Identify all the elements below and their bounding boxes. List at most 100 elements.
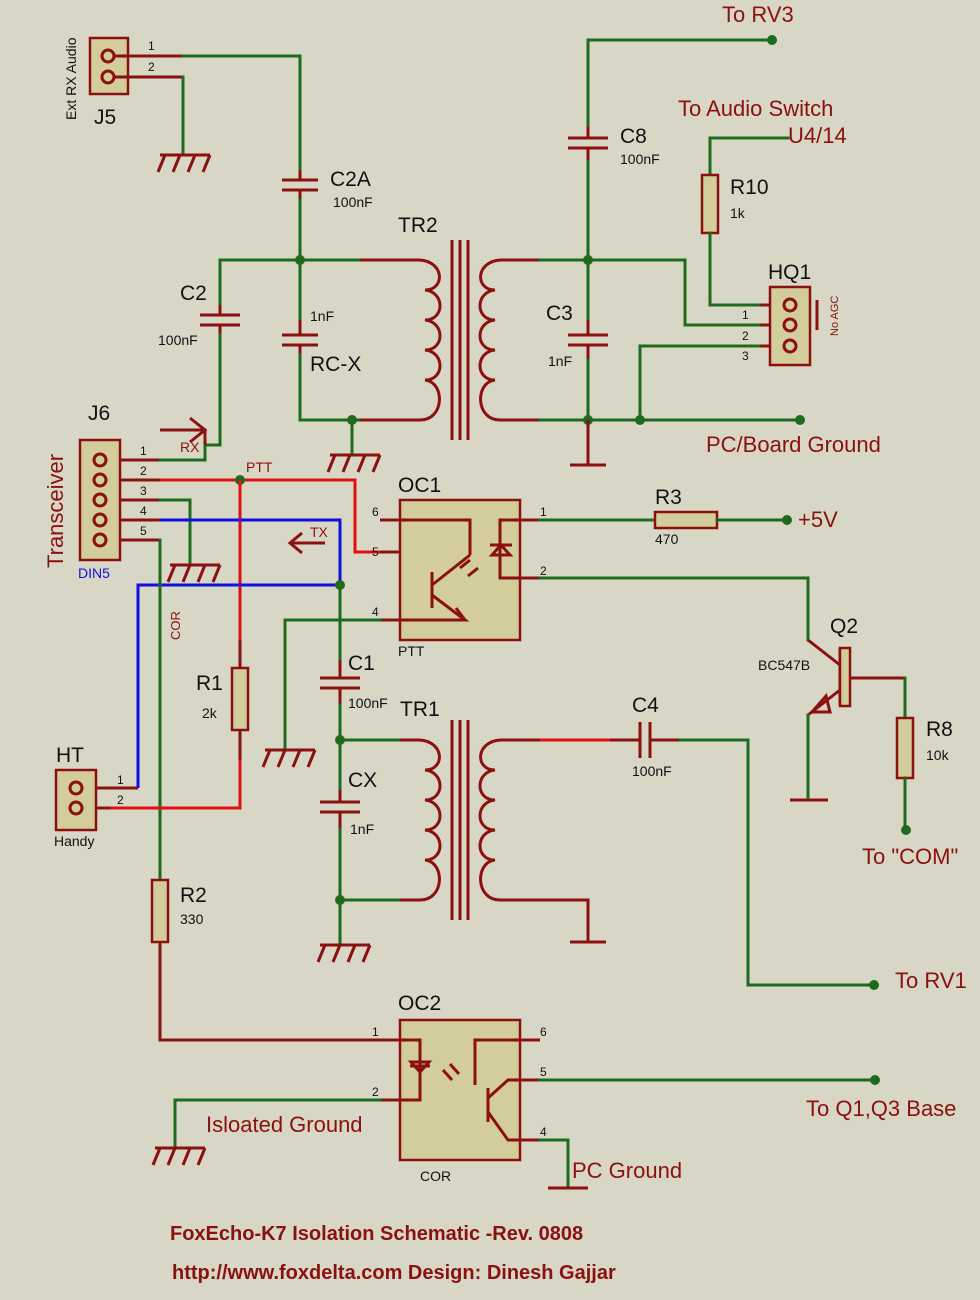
transformer-tr2: TR2 — [398, 214, 501, 440]
oc2-value: COR — [420, 1168, 451, 1184]
ht-ref: HT — [56, 744, 84, 767]
c3-ref: C3 — [546, 302, 573, 325]
oc2-ref: OC2 — [398, 992, 441, 1015]
pin-number: 1 — [140, 444, 147, 458]
capacitor-c4: C4 100nF — [610, 694, 680, 779]
pin-number: 3 — [742, 349, 749, 363]
ht-value: Handy — [54, 833, 94, 849]
hq1-side-label: No AGC — [829, 296, 841, 336]
net-label-pc-ground: PC Ground — [572, 1158, 682, 1183]
net-label-isolated-ground: Isloated Ground — [206, 1112, 363, 1137]
connector-hq1: 1 2 3 HQ1 No AGC — [742, 261, 841, 367]
j6-connector: 1 2 3 4 5 J6 DIN5 Transceiver — [43, 402, 160, 581]
tr1-ref: TR1 — [400, 698, 440, 721]
pin-number: 2 — [372, 1085, 379, 1099]
pin-number: 2 — [140, 464, 147, 478]
r1-ref: R1 — [196, 672, 223, 695]
pin-number: 1 — [742, 308, 749, 322]
pin-number: 2 — [742, 329, 749, 343]
ground-symbol — [156, 153, 212, 173]
c8-ref: C8 — [620, 125, 647, 148]
title-line-2: http://www.foxdelta.com Design: Dinesh G… — [172, 1262, 616, 1284]
c8-value: 100nF — [620, 151, 660, 167]
cx-value: 1nF — [350, 821, 374, 837]
hq1-ref: HQ1 — [768, 261, 811, 284]
oc1-value: PTT — [398, 643, 425, 659]
title-line-1: FoxEcho-K7 Isolation Schematic -Rev. 080… — [170, 1223, 583, 1245]
net-label-ptt: PTT — [246, 459, 273, 475]
capacitor-cx: CX 1nF — [320, 769, 377, 837]
ht-connector: 1 2 HT Handy — [54, 744, 138, 849]
r2-ref: R2 — [180, 884, 207, 907]
ground-symbol — [166, 563, 222, 583]
net-label-pc-board-ground: PC/Board Ground — [706, 432, 881, 457]
r8-value: 10k — [926, 747, 950, 763]
r2-value: 330 — [180, 911, 204, 927]
rcx-ref: RC-X — [310, 353, 361, 376]
net-label-tx: TX — [310, 524, 329, 540]
capacitor-c1: C1 100nF — [320, 652, 388, 711]
pin-number: 4 — [140, 504, 147, 518]
pin-number: 1 — [148, 39, 155, 53]
rcx-value: 1nF — [310, 308, 334, 324]
capacitor-c3: C3 1nF — [546, 302, 608, 369]
oc1-ref: OC1 — [398, 474, 441, 497]
transistor-q2: Q2 BC547B — [758, 615, 905, 717]
c2a-value: 100nF — [333, 194, 373, 210]
transformer-tr1: TR1 — [400, 698, 501, 920]
resistor-r10: R10 1k — [700, 173, 769, 235]
capacitor-c2a: C2A 100nF — [282, 168, 373, 210]
capacitor-c2: C2 100nF — [158, 282, 240, 348]
net-label-to-q1q3: To Q1,Q3 Base — [806, 1096, 956, 1121]
pin-number: 5 — [540, 1065, 547, 1079]
tr2-ref: TR2 — [398, 214, 438, 237]
pin-number: 1 — [117, 773, 124, 787]
ground-symbol — [326, 453, 382, 473]
pin-number: 2 — [540, 564, 547, 578]
pin-number: 1 — [372, 1025, 379, 1039]
rx-arrow-icon — [189, 416, 208, 444]
net-label-plus5v: +5V — [798, 507, 838, 532]
net-label-to-com: To "COM" — [862, 844, 958, 869]
c1-ref: C1 — [348, 652, 375, 675]
c2-value: 100nF — [158, 332, 198, 348]
c2a-ref: C2A — [330, 168, 371, 191]
c1-value: 100nF — [348, 695, 388, 711]
optocoupler-oc2: 1 2 6 5 4 OC2 COR — [372, 992, 547, 1184]
resistor-r8: R8 10k — [895, 716, 953, 780]
pin-number: 4 — [372, 605, 379, 619]
net-label-to-audio-switch: To Audio Switch — [678, 96, 833, 121]
r10-ref: R10 — [730, 176, 769, 199]
q2-value: BC547B — [758, 657, 810, 673]
optocoupler-oc1: 6 5 4 1 2 OC1 PTT — [372, 474, 547, 659]
resistor-r3: R3 470 — [653, 486, 719, 547]
tx-arrow-icon — [287, 531, 325, 555]
r1-value: 2k — [202, 705, 218, 721]
net-label-to-rv3: To RV3 — [722, 2, 794, 27]
c2-ref: C2 — [180, 282, 207, 305]
cx-ref: CX — [348, 769, 377, 792]
ground-symbol — [316, 943, 372, 963]
ground-symbol — [151, 1146, 207, 1166]
net-label-rx: RX — [180, 439, 200, 455]
pin-number: 3 — [140, 484, 147, 498]
capacitor-c8: C8 100nF — [568, 125, 660, 167]
resistor-r2: R2 330 — [150, 878, 207, 944]
q2-ref: Q2 — [830, 615, 858, 638]
net-label-to-rv1: To RV1 — [895, 968, 967, 993]
pin-number: 1 — [540, 505, 547, 519]
pin-number: 6 — [540, 1025, 547, 1039]
net-label-u4-14: U4/14 — [788, 123, 847, 148]
net-label-cor: COR — [168, 611, 183, 640]
r10-value: 1k — [730, 205, 746, 221]
ground-symbol — [261, 748, 317, 768]
pin-number: 6 — [372, 505, 379, 519]
j6-type: DIN5 — [78, 565, 110, 581]
r3-ref: R3 — [655, 486, 682, 509]
capacitor-rcx: 1nF RC-X — [282, 308, 361, 376]
r3-value: 470 — [655, 531, 679, 547]
j5-connector: 1 2 J5 Ext RX Audio — [63, 36, 183, 129]
resistor-r1: R1 2k — [196, 666, 250, 732]
c3-value: 1nF — [548, 353, 572, 369]
